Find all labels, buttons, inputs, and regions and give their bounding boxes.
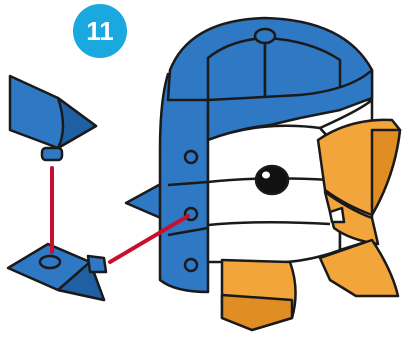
beak-shadow: [372, 130, 400, 215]
wing-top-peg: [42, 148, 62, 160]
penguin-model: [126, 18, 400, 330]
step-badge: 11: [73, 4, 127, 58]
side-stud-1: [185, 151, 197, 163]
wing-piece-top: [10, 76, 96, 160]
wing-bottom-socket: [40, 256, 60, 268]
side-stud-3: [185, 259, 197, 271]
eye-highlight: [262, 172, 270, 179]
wing-top-notch: [58, 98, 96, 148]
eye: [256, 166, 288, 194]
beak-tooth: [330, 208, 344, 222]
head-top-stud: [255, 29, 275, 43]
wing-top-face: [10, 76, 96, 148]
wing-bottom-arm: [88, 256, 106, 272]
foot-left-shade: [222, 295, 292, 330]
wing-piece-bottom: [8, 244, 106, 300]
step-number: 11: [86, 16, 114, 47]
